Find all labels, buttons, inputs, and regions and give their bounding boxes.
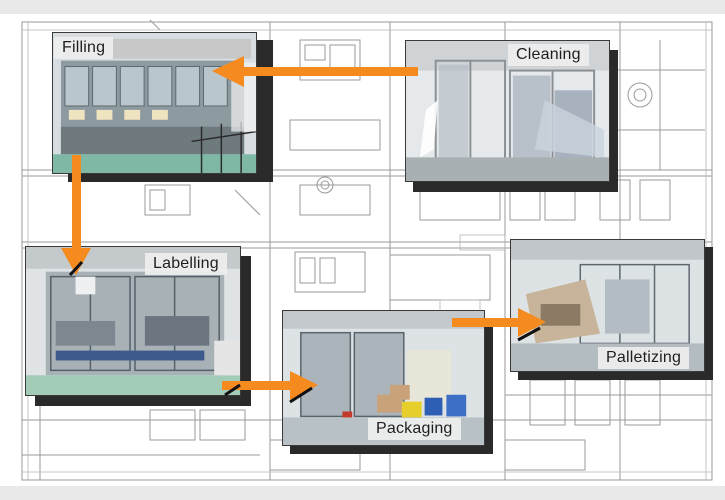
station-label: Palletizing <box>598 347 690 369</box>
station-label: Labelling <box>145 253 227 275</box>
station-packaging: Packaging <box>282 310 493 454</box>
station-filling: Filling <box>52 32 273 182</box>
station-label: Filling <box>54 37 114 59</box>
top-band <box>0 0 725 14</box>
bottom-band <box>0 486 725 500</box>
station-label: Packaging <box>368 418 461 440</box>
station-cleaning: Cleaning <box>405 40 618 192</box>
station-palletizing: Palletizing <box>510 239 713 380</box>
station-label: Cleaning <box>508 44 589 66</box>
station-labelling: Labelling <box>25 246 251 406</box>
